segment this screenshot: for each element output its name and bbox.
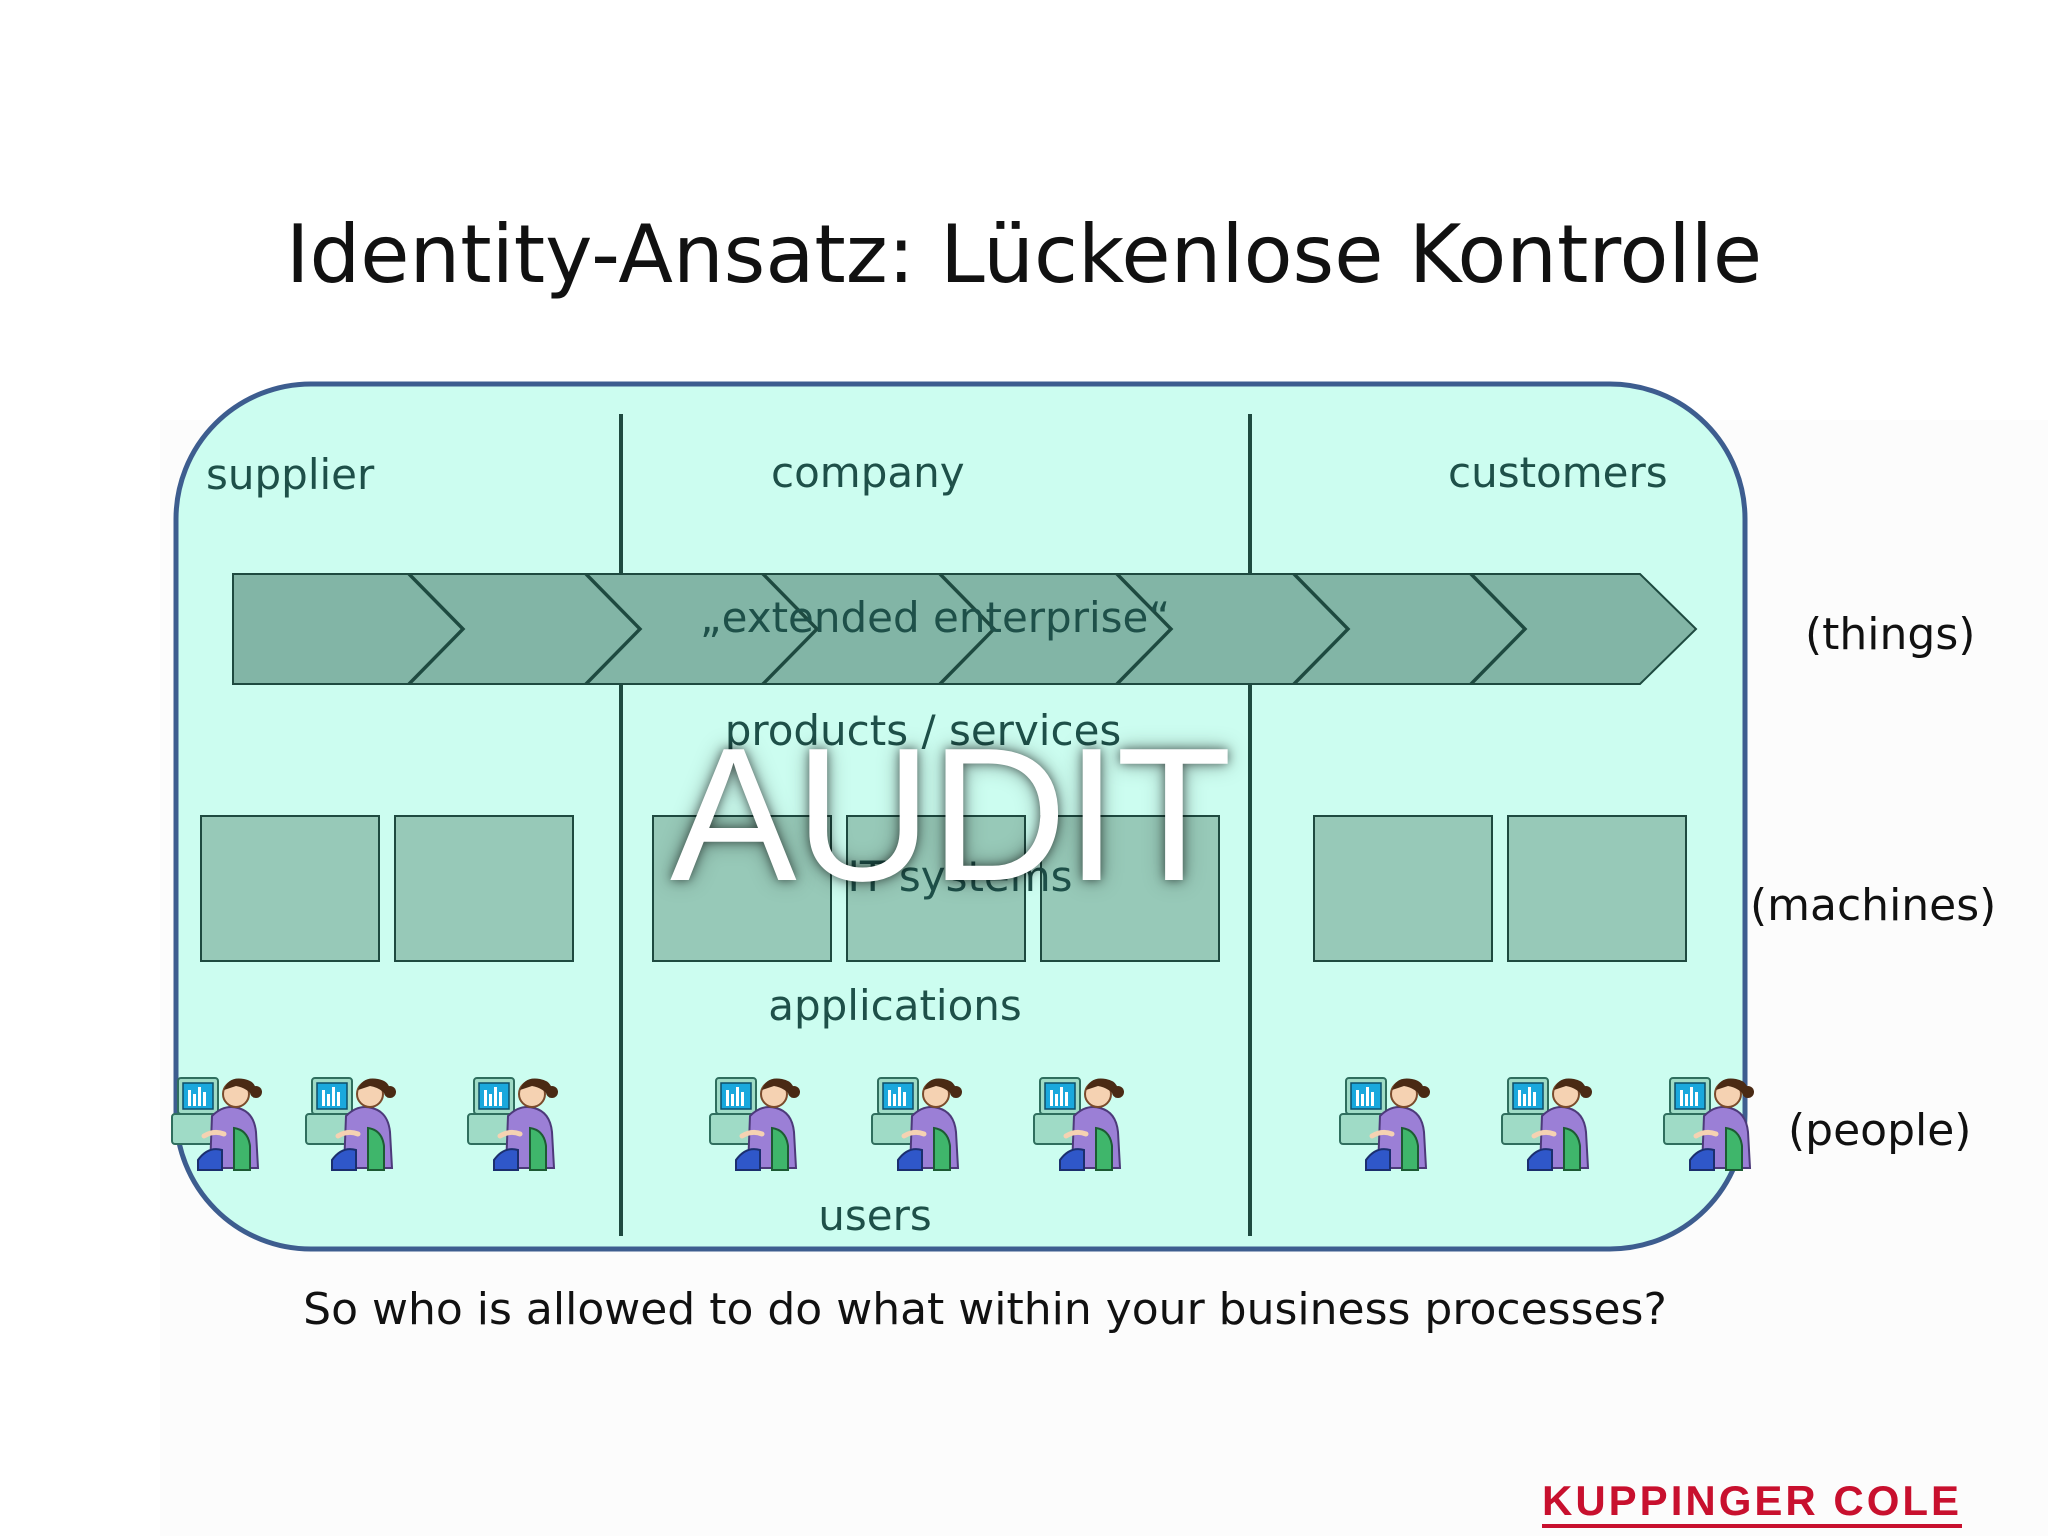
it-system-box — [201, 816, 379, 961]
it-system-box — [1314, 816, 1492, 961]
column-label-supplier: supplier — [206, 454, 374, 496]
extended-enterprise-label: „extended enterprise“ — [560, 597, 1310, 639]
side-label-machines: (machines) — [1750, 884, 1996, 928]
side-label-people: (people) — [1788, 1109, 1971, 1153]
users-label: users — [700, 1195, 1050, 1237]
kuppinger-cole-logo: KUPPINGER COLE — [1542, 1480, 1962, 1528]
audit-overlay: AUDIT — [640, 720, 1260, 910]
it-system-box — [1508, 816, 1686, 961]
question-text: So who is allowed to do what within your… — [0, 1288, 1970, 1332]
it-system-box — [395, 816, 573, 961]
applications-label: applications — [600, 985, 1190, 1027]
column-label-customers: customers — [1448, 452, 1668, 494]
column-label-company: company — [771, 452, 965, 494]
side-label-things: (things) — [1805, 613, 1975, 657]
